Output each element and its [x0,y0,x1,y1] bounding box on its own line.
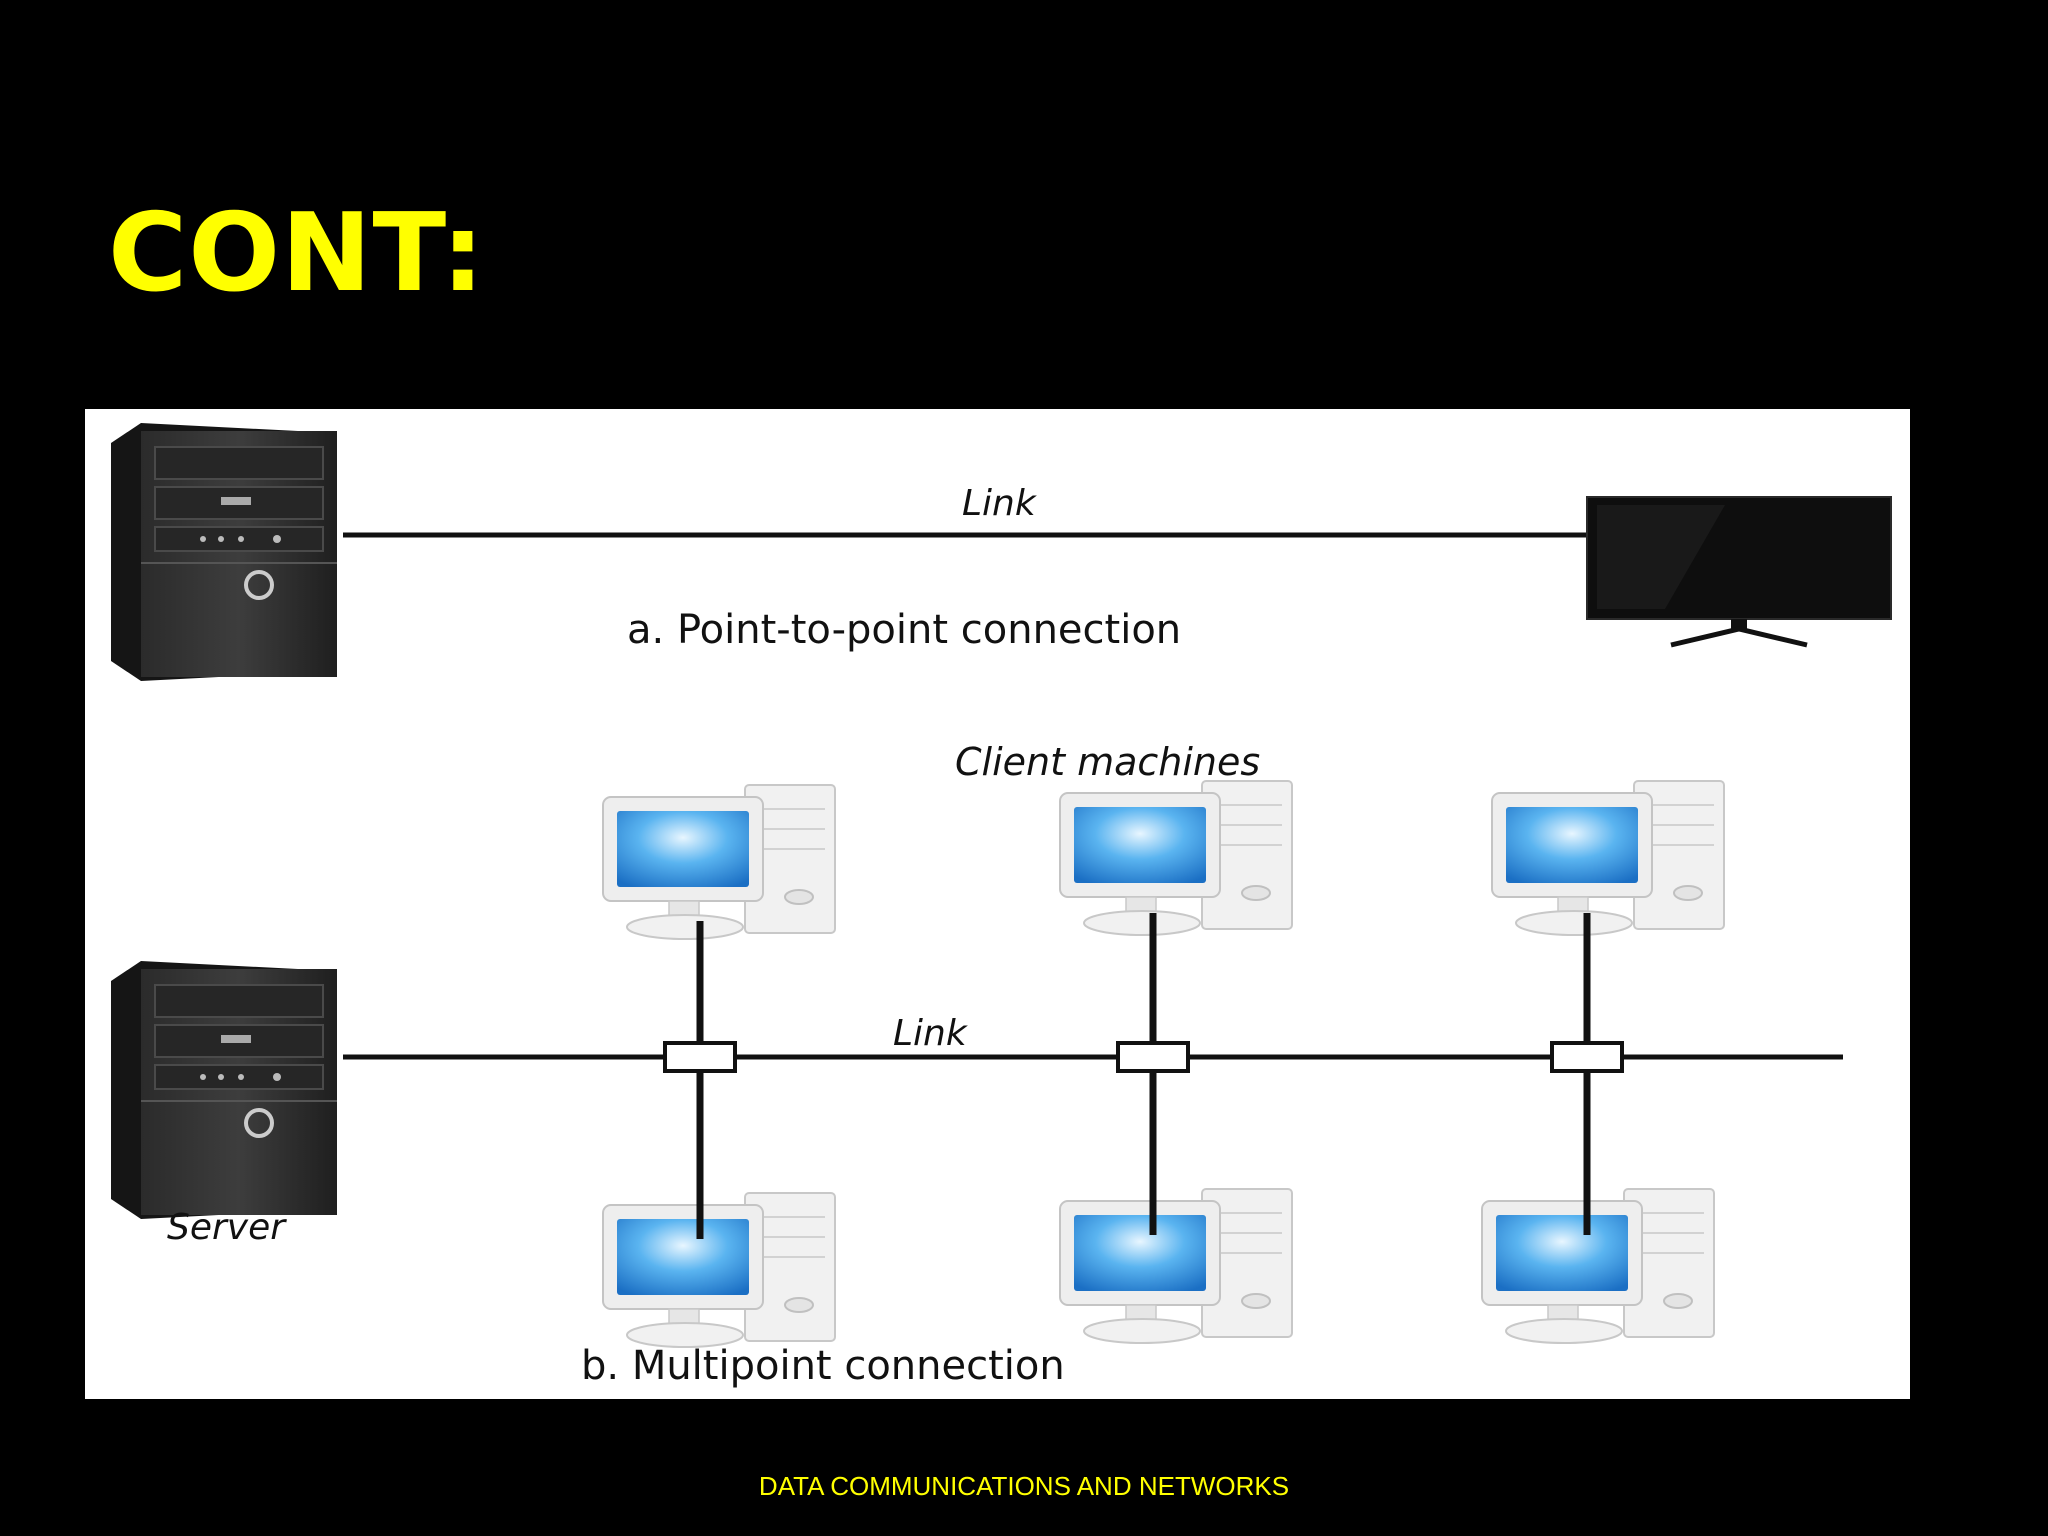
client-computer-icon [602,784,836,940]
tap-connector [663,1041,737,1073]
tower-computer-icon [109,421,339,683]
client-computer-icon [1491,780,1725,936]
network-diagram: Link a. Point-to-point connection Client… [85,409,1910,1399]
client-machines-label: Client machines [955,740,1260,784]
multipoint-link-label: Link [893,1013,969,1054]
server-icon [109,959,339,1221]
client-computer-icon [602,1192,836,1348]
multipoint-caption: b. Multipoint connection [581,1343,1065,1389]
client-computer-icon [1059,780,1293,936]
slide-footer: DATA COMMUNICATIONS AND NETWORKS [758,1471,1290,1501]
p2p-link-label: Link [962,483,1038,524]
monitor-icon [1586,496,1892,648]
tap-connector [1550,1041,1624,1073]
client-computer-icon [1059,1188,1293,1344]
p2p-caption: a. Point-to-point connection [627,607,1181,653]
server-label: Server [167,1207,287,1248]
slide-title: CONT: [108,191,486,316]
tap-connector [1116,1041,1190,1073]
client-computer-icon [1481,1188,1715,1344]
